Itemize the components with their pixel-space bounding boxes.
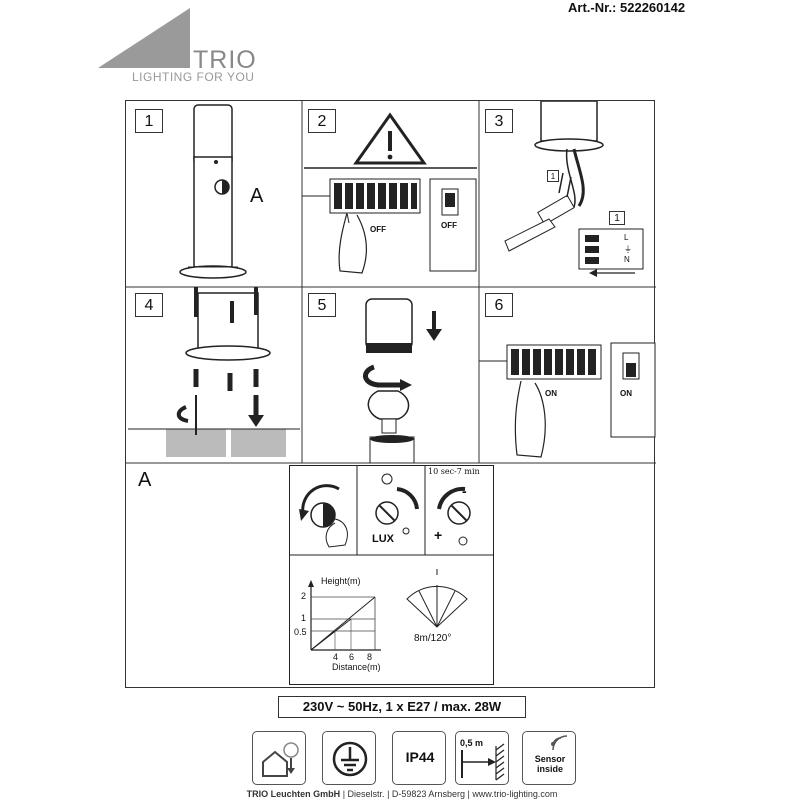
grid-lines: [126, 101, 656, 464]
step-6-number: 6: [485, 293, 513, 317]
instruction-grid: 1 A 2: [125, 100, 656, 689]
time-range-label: 10 sec-7 min: [428, 467, 480, 476]
sensor-inside-icon: Sensor inside: [522, 731, 576, 785]
wire-marker-l: L: [624, 233, 629, 242]
sensor-line-2: inside: [536, 764, 563, 774]
height-axis-label: Height(m): [321, 576, 361, 586]
step-2-number: 2: [308, 109, 336, 133]
distance-tick-4: 4: [333, 652, 339, 662]
height-tick-0-5: 0.5: [294, 627, 307, 637]
footer-city: D-59823 Arnsberg: [391, 789, 465, 799]
distance-axis-label: Distance(m): [332, 662, 381, 672]
step-3-small-number: 1: [547, 170, 559, 182]
sensor-line-1: Sensor: [534, 754, 566, 764]
lux-label: LUX: [372, 533, 394, 545]
step-1-number: 1: [135, 109, 163, 133]
step-4-panel: 4: [126, 287, 302, 463]
earth-ground-icon: [322, 731, 376, 785]
brand-name: TRIO: [193, 46, 257, 74]
min-distance-label: 0,5 m: [460, 738, 484, 748]
plus-label: +: [434, 527, 443, 543]
min-distance-icon: 0,5 m: [455, 731, 509, 785]
trio-logo-icon: [98, 8, 190, 68]
distance-tick-8: 8: [367, 652, 373, 662]
brand-tagline: LIGHTING FOR YOU: [132, 70, 255, 84]
step-4-number: 4: [135, 293, 163, 317]
height-tick-1: 1: [301, 613, 307, 623]
wire-marker-earth: ⏚: [624, 245, 632, 254]
wiring-illustration: [504, 101, 644, 277]
step-5-number: 5: [308, 293, 336, 317]
indoor-outdoor-icon: [252, 731, 306, 785]
detection-range-label: 8m/120°: [414, 633, 452, 644]
article-number: Art.-Nr.: 522260142: [568, 0, 686, 15]
step-3-inset-number: 1: [609, 211, 625, 225]
step-1-panel: 1 A: [126, 101, 302, 287]
height-tick-2: 2: [301, 591, 307, 601]
footer-web[interactable]: www.trio-lighting.com: [472, 789, 558, 799]
switch-on-label: ON: [545, 389, 557, 398]
detail-a-panel: A: [126, 463, 656, 689]
step-2-panel: 2 OFF OFF: [302, 101, 479, 287]
footer: TRIO Leuchten GmbH | Dieselstr. | D-5982…: [246, 789, 558, 799]
bulb-install-illustration: [363, 298, 442, 463]
power-on-illustration: [479, 342, 656, 458]
sensor-settings-diagram: [289, 465, 494, 685]
footer-company: TRIO Leuchten GmbH: [246, 789, 341, 799]
detail-a-label: A: [138, 469, 152, 491]
electrical-spec: 230V ~ 50Hz, 1 x E27 / max. 28W: [278, 696, 526, 718]
ip-rating-label: IP44: [405, 749, 435, 765]
wire-marker-n: N: [624, 255, 630, 264]
distance-tick-6: 6: [349, 652, 355, 662]
step-5-panel: 5: [302, 287, 479, 463]
mounting-illustration: [128, 287, 300, 457]
fusebox-on-label: ON: [620, 389, 632, 398]
fusebox-off-label: OFF: [441, 221, 457, 230]
switch-off-label: OFF: [370, 225, 386, 234]
footer-street: Dieselstr.: [347, 789, 385, 799]
ip-rating-icon: IP44: [392, 731, 446, 785]
step-3-panel: 3 1 1 L ⏚ N: [479, 101, 656, 287]
step-3-number: 3: [485, 109, 513, 133]
minus-label: -: [462, 483, 467, 499]
bollard-light-icon: [179, 104, 247, 279]
power-off-illustration: [302, 112, 477, 274]
step-6-panel: 6 ON ON: [479, 287, 656, 463]
detail-a-marker: A: [250, 185, 264, 207]
